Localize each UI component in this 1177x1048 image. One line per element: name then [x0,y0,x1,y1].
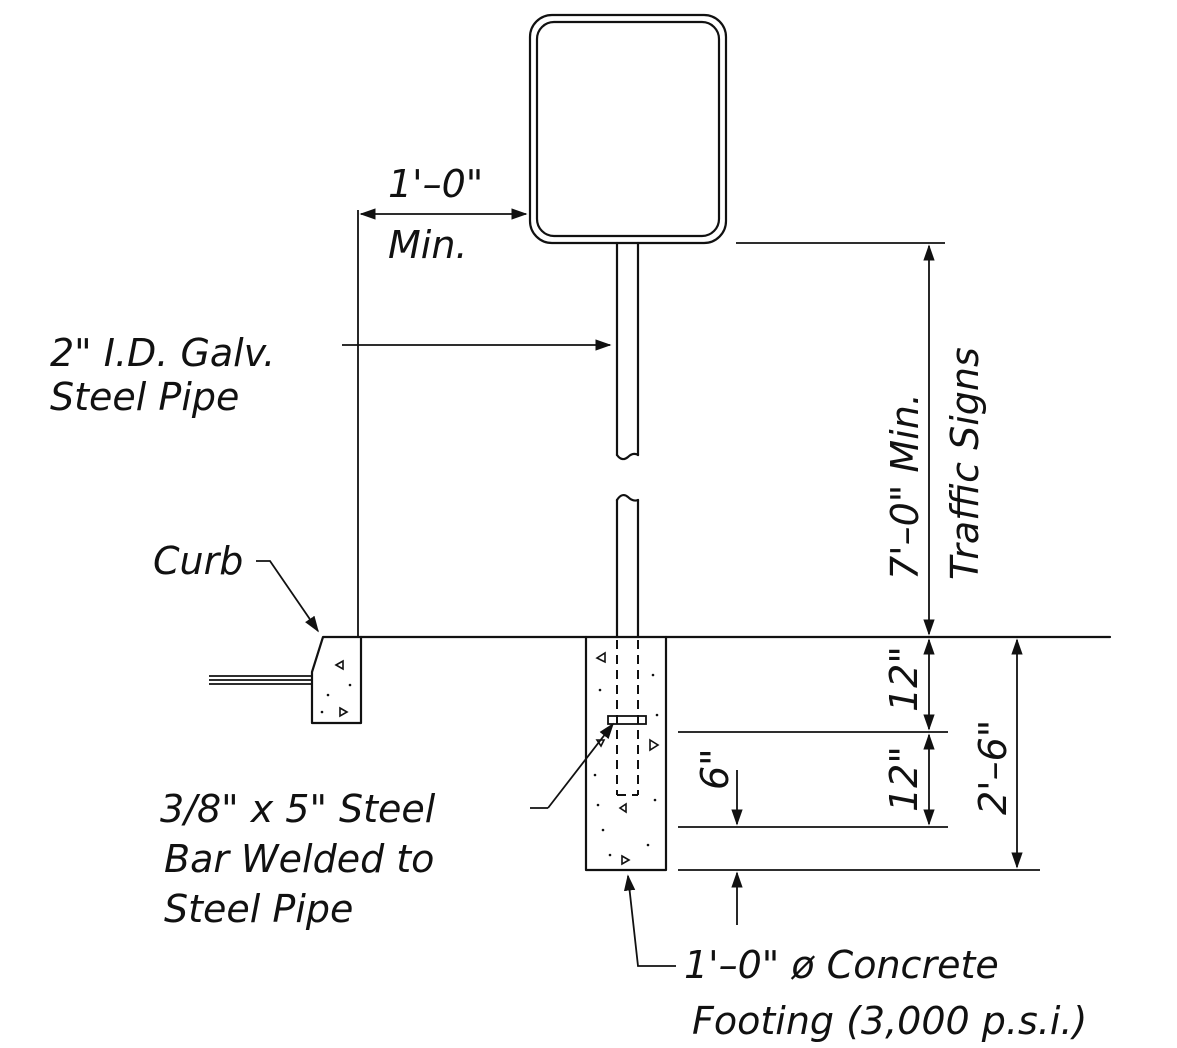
pipe-label-line1: 2" I.D. Galv. [50,331,275,375]
footing-callout: 1'–0" ø Concrete Footing (3,000 p.s.i.) [623,874,1087,1043]
dim-12-lower-label: 12" [882,746,926,812]
footing-label-line1: 1'–0" ø Concrete [684,943,999,987]
footing-label-line2: Footing (3,000 p.s.i.) [692,999,1087,1043]
lateral-clearance-min-label: Min. [388,223,468,267]
steel-bar-callout: 3/8" x 5" Steel Bar Welded to Steel Pipe [160,722,614,931]
curb-callout: Curb [153,539,319,633]
dim-6-label: 6" [693,748,737,790]
mounting-height-dimension: 7'–0" Min. Traffic Signs [736,242,987,636]
curb-label: Curb [153,539,243,583]
curb [209,635,363,725]
dim-total-label: 2'–6" [971,720,1015,815]
concrete-footing [584,635,668,872]
dim-12-upper-label: 12" [882,646,926,712]
embedded-pipe [616,640,639,796]
welded-steel-bar [607,715,647,725]
depth-dimensions: 12" 12" 6" 2'–6" [678,638,1040,925]
steel-pipe-lower [615,493,640,639]
pipe-label-line2: Steel Pipe [50,375,239,419]
bar-label-line3: Steel Pipe [164,887,353,931]
sign-panel [528,13,728,245]
bar-label-line2: Bar Welded to [164,837,434,881]
pipe-callout: 2" I.D. Galv. Steel Pipe [50,331,612,419]
bar-label-line1: 3/8" x 5" Steel [160,787,436,831]
height-label-line1: 7'–0" Min. [883,393,927,580]
steel-pipe-upper [615,241,640,461]
height-label-line2: Traffic Signs [943,347,987,580]
lateral-clearance-label: 1'–0" [388,162,483,206]
lateral-clearance-dimension: 1'–0" Min. [359,162,528,267]
